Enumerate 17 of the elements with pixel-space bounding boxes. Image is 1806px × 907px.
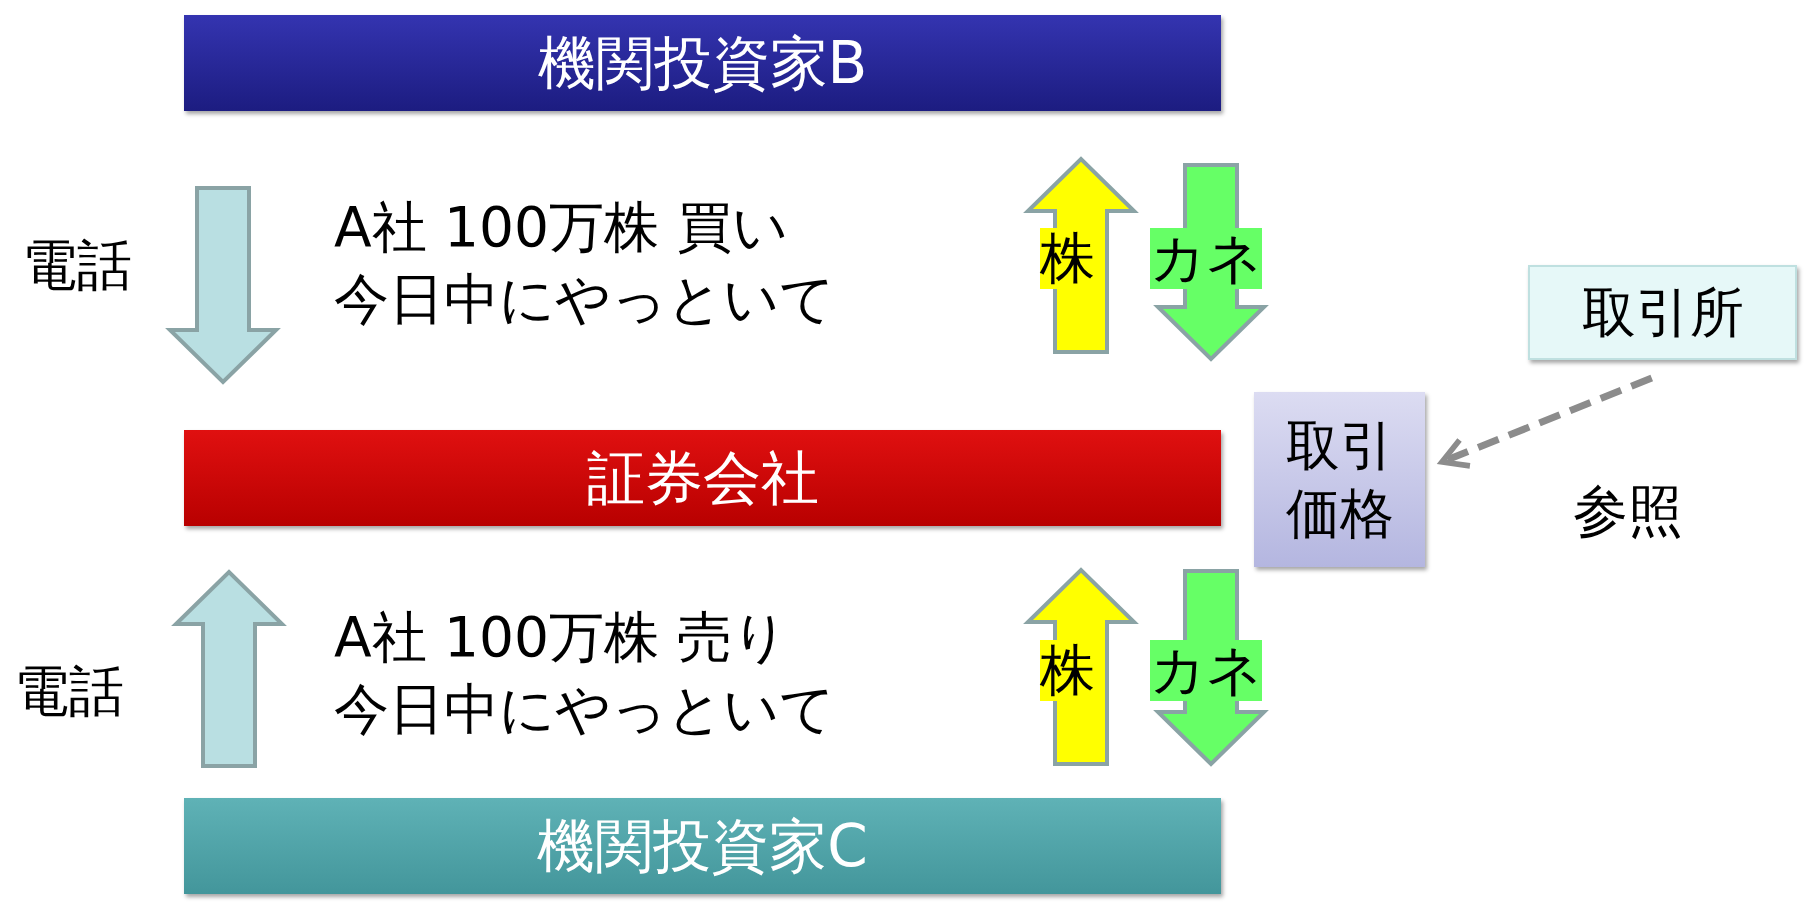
order-text: A社 100万株 買い今日中にやっといて — [334, 194, 835, 333]
edge-label: カネ — [1150, 228, 1262, 289]
investor-bar: 機関投資家C — [184, 798, 1221, 894]
edge-label: 参照 — [1573, 478, 1683, 545]
investor-bar: 機関投資家B — [184, 15, 1221, 111]
broker-bar: 証券会社 — [184, 430, 1221, 526]
exchange-box: 取引所 — [1528, 265, 1797, 360]
edge-label: カネ — [1150, 640, 1262, 701]
price-box: 取引価格 — [1254, 392, 1425, 567]
edge-label: 電話 — [22, 232, 132, 299]
edge-label: 株 — [1040, 228, 1095, 289]
block-arrow — [165, 186, 281, 385]
edge-label: 電話 — [14, 658, 124, 725]
order-text: A社 100万株 売り今日中にやっといて — [334, 604, 835, 743]
dashed-arrow — [1439, 374, 1654, 469]
block-arrow — [171, 569, 287, 768]
edge-label: 株 — [1040, 640, 1095, 701]
